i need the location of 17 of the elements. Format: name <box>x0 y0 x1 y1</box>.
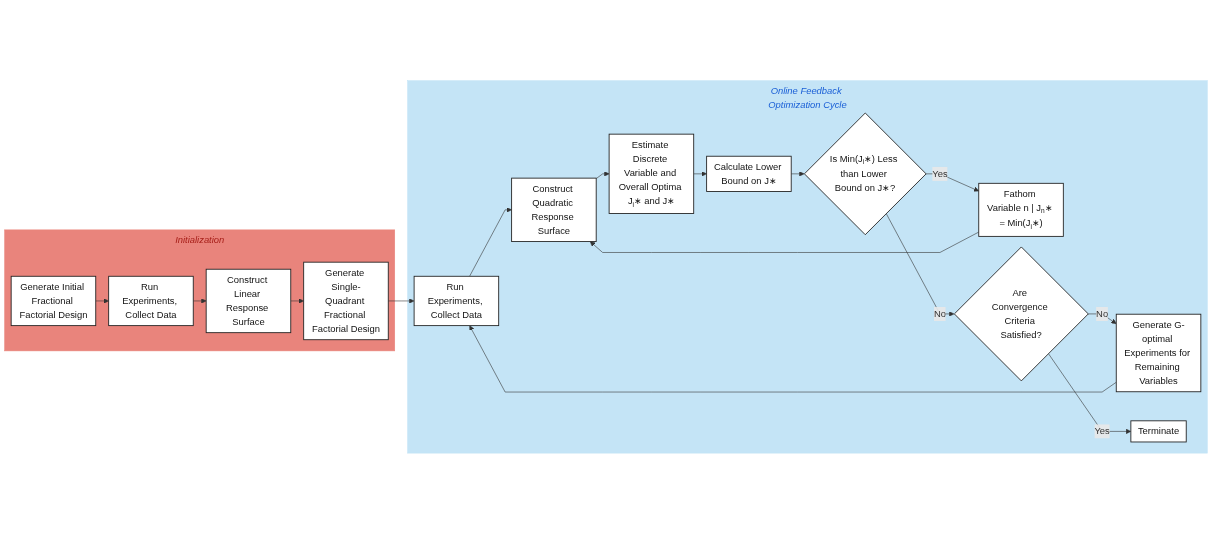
node-box: Run Experiments, Collect Data <box>413 275 500 326</box>
node-box: Generate G-optimal Experiments for Remaining Variables <box>1115 313 1202 392</box>
node-diamond: Are Convergence Criteria Satisfied? <box>953 246 1089 381</box>
node-box: Terminate <box>1130 419 1187 442</box>
node-box: Calculate Lower Bound on J∗ <box>706 155 792 192</box>
edge-label: Yes <box>932 168 948 179</box>
node-box: Construct Quadratic Response Surface <box>511 177 597 242</box>
node-box: Generate Single-Quadrant Fractional Factorial Design <box>303 261 389 340</box>
node-box: Generate Initial Fractional Factorial Design <box>10 275 97 326</box>
node-box: Construct Linear Response Surface <box>205 268 292 333</box>
node-box: Estimate Discrete Variable and Overall Optima J$_{i}$∗ and J∗ <box>608 133 695 214</box>
edge-label: No <box>933 308 946 319</box>
node-box: Fathom Variable n | J$_{n}$∗ = Min(J$_{i}$∗) <box>978 182 1064 237</box>
node-box: Run Experiments, Collect Data <box>108 275 194 326</box>
node-diamond: Is Min(J$_{i}$∗) Less than Lower Bound on J∗? <box>803 112 927 235</box>
edge-label: No <box>1096 308 1109 319</box>
edge-label: Yes <box>1094 425 1110 436</box>
